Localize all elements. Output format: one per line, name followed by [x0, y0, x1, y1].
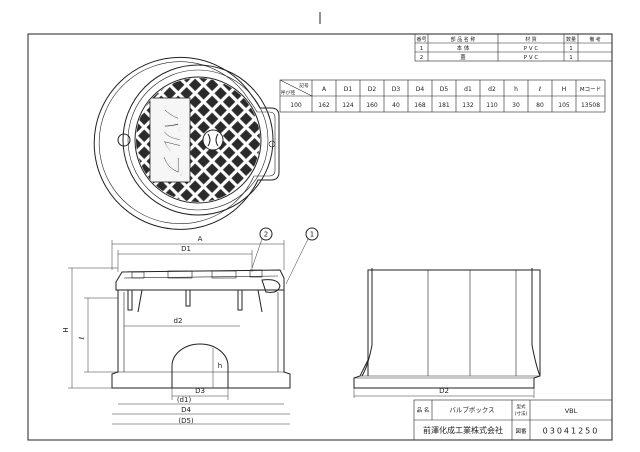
dim-h-label: h	[218, 362, 222, 370]
label-plate	[149, 97, 191, 183]
parts-row2-name: 蓋	[460, 53, 466, 61]
title-type-label-bottom: (寸法)	[515, 410, 528, 417]
cover-ring-inner	[134, 76, 262, 204]
dim-header-A: A	[322, 86, 327, 93]
dim-d2-label: d2	[174, 317, 183, 325]
pipe-opening	[171, 343, 229, 388]
dim-value-D3: 40	[392, 102, 400, 109]
dim-value-D4: 168	[414, 102, 426, 109]
dim-H: H	[62, 267, 118, 389]
dim-value-H: 105	[558, 102, 570, 109]
dim-header-D4: D4	[416, 86, 425, 93]
title-drawing-no-label: 図番	[515, 428, 527, 435]
cover-profile	[115, 269, 285, 291]
cover-text: バルブ	[158, 107, 184, 177]
dim-value-mcode: 13508	[581, 102, 600, 109]
parts-row2-material: P V C	[524, 55, 539, 61]
balloon-1-label: 1	[310, 231, 314, 239]
ear-hole	[268, 140, 276, 148]
balloon-2: 2	[251, 227, 273, 269]
dim-l-label: ℓ	[78, 336, 86, 340]
dim-D5: (D5)	[112, 417, 290, 425]
dim-header-d2: d2	[488, 86, 496, 93]
dim-value-nominal: 100	[290, 102, 302, 109]
dim-D5-label: (D5)	[178, 417, 194, 425]
dim-d2: d2	[124, 317, 240, 327]
plan-view: バルブ	[93, 56, 280, 230]
dim-table-corner-top: 記号	[299, 82, 309, 89]
flange-outline	[93, 56, 280, 230]
title-name-value: バルブボックス	[449, 405, 494, 414]
title-type-value: VBL	[565, 407, 578, 415]
front-view: A D1 d2 H ℓ h	[62, 227, 319, 425]
parts-header-no: 番号	[416, 36, 426, 43]
dim-D1-label: D1	[181, 245, 191, 253]
dim-D2-label: D2	[439, 387, 449, 395]
dim-table-corner-bottom: 呼び径	[281, 89, 296, 96]
dim-value-D1: 124	[342, 102, 354, 109]
parts-table: 番号 部 品 名 称 材 質 数量 備 考 1 本 体 P V C 1 2 蓋 …	[414, 33, 613, 62]
dim-value-D5: 181	[438, 102, 450, 109]
hinge	[261, 279, 281, 293]
dim-header-h: h	[514, 86, 518, 93]
dim-value-h: 30	[512, 102, 520, 109]
dim-header-D5: D5	[440, 86, 449, 93]
dim-header-D2: D2	[368, 86, 377, 93]
parts-header-note: 備 考	[589, 36, 601, 43]
title-drawing-no: 03041250	[543, 427, 600, 436]
dim-H-label: H	[62, 327, 70, 332]
dim-header-H: H	[562, 86, 567, 93]
dim-D4: D4	[112, 406, 290, 415]
parts-row2-no: 2	[420, 55, 424, 61]
dim-D3-label: D3	[195, 387, 205, 395]
parts-header-name: 部 品 名 称	[451, 36, 476, 43]
logo-glyph	[207, 133, 219, 147]
balloon-2-label: 2	[264, 231, 268, 239]
dim-d1: (d1)	[118, 396, 284, 405]
dim-A-label: A	[198, 235, 203, 243]
dim-value-d2: 110	[486, 102, 498, 109]
dim-D2: D2	[353, 387, 535, 398]
parts-row2-qty: 1	[569, 55, 573, 61]
parts-header-material: 材 質	[525, 36, 537, 43]
dim-header-D1: D1	[344, 86, 353, 93]
dimension-table: 記号 呼び径 A D1 D2 D3 D4 D5 d1 d2 h ℓ H Mコード…	[279, 79, 606, 113]
body-outline	[111, 290, 291, 389]
parts-row1-name: 本 体	[457, 44, 470, 52]
dim-value-d1: 132	[462, 102, 474, 109]
title-company: 前澤化成工業株式会社	[423, 425, 503, 435]
dim-D3: D3	[171, 387, 229, 400]
dim-value-A: 162	[318, 102, 330, 109]
dim-d1-label: (d1)	[177, 396, 192, 404]
dim-A: A	[111, 235, 285, 270]
parts-row1-no: 1	[420, 46, 424, 52]
dim-header-l: ℓ	[538, 86, 541, 93]
drawing-frame	[27, 33, 613, 441]
cover-ring-outer	[122, 64, 274, 216]
dim-D1: D1	[117, 245, 253, 272]
dim-header-mcode: Mコード	[580, 86, 601, 93]
side-view: D2	[353, 268, 541, 398]
dim-header-D3: D3	[392, 86, 401, 93]
dim-h: h	[212, 348, 222, 388]
dim-value-D2: 160	[366, 102, 378, 109]
side-body-outline	[353, 269, 541, 389]
parts-row1-qty: 1	[569, 46, 573, 52]
title-name-label: 品 名	[417, 406, 430, 414]
parts-row1-material: P V C	[524, 46, 539, 52]
title-block: 品 名 バルブボックス 型式 (寸法) VBL 前澤化成工業株式会社 図番 03…	[413, 399, 613, 441]
balloon-1: 1	[285, 227, 319, 285]
cover-ring-mid	[127, 69, 269, 211]
pry-notch	[117, 133, 131, 147]
dim-l: ℓ	[78, 297, 118, 373]
logo-mark	[202, 129, 224, 151]
dim-D4-label: D4	[181, 406, 191, 414]
flange-outline-inner	[98, 61, 276, 224]
parts-header-qty: 数量	[566, 36, 576, 43]
dim-value-l: 80	[536, 102, 544, 109]
title-type-label-top: 型式	[516, 403, 526, 410]
dim-header-d1: d1	[464, 86, 472, 93]
